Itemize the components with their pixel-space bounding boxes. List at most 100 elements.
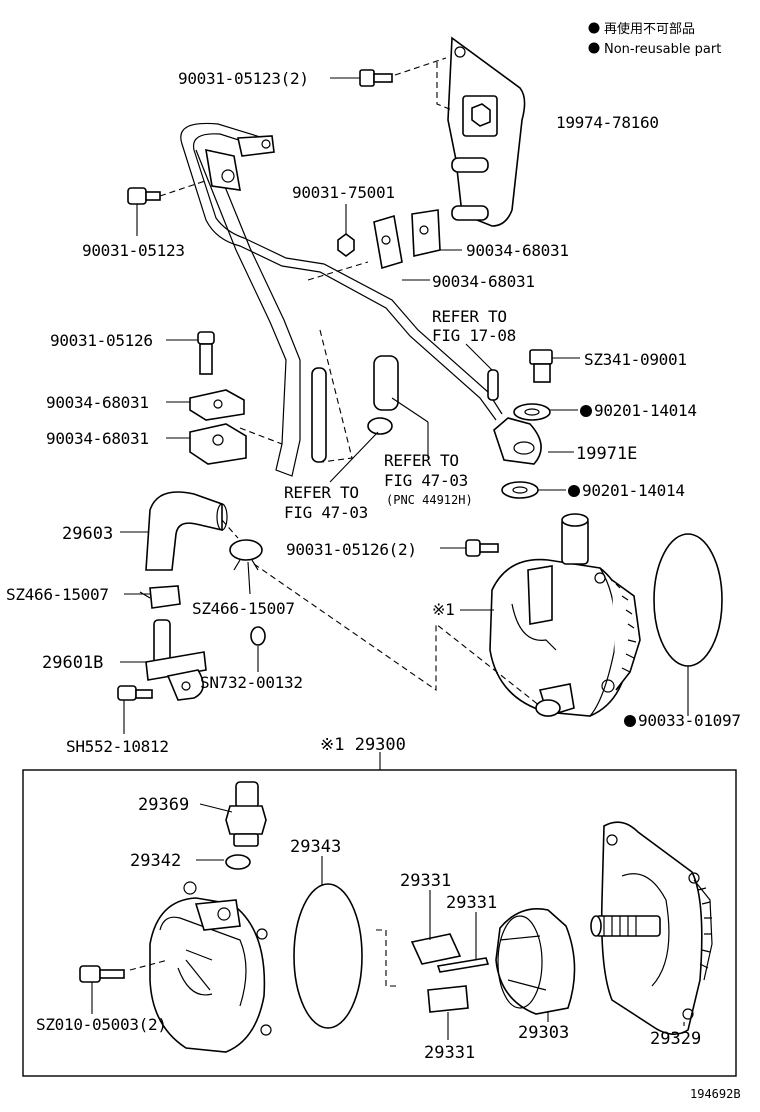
callout-labels: 90031-05123(2) 19974-78160 90031-05123 9… bbox=[6, 69, 741, 1101]
bolt-90031-05123-drawing bbox=[127, 187, 161, 205]
gasket-90201-b-drawing bbox=[501, 481, 539, 499]
clamp-lower-b-drawing bbox=[189, 423, 247, 465]
legend-japanese: 再使用不可部品 bbox=[604, 21, 695, 37]
leader bbox=[465, 343, 493, 371]
non-reusable-marker-icon bbox=[580, 405, 592, 417]
leader bbox=[391, 397, 429, 423]
label-19974-78160: 19974-78160 bbox=[556, 113, 659, 132]
legend-english: Non-reusable part bbox=[604, 42, 721, 57]
hose-end bbox=[216, 503, 228, 531]
label-sz341-09001: SZ341-09001 bbox=[584, 350, 687, 369]
pipe-dash-3 bbox=[239, 427, 283, 445]
label-90031-05123: 90031-05123 bbox=[82, 241, 185, 260]
label-29331-b: 29331 bbox=[446, 893, 497, 913]
bolt-90031-05123-2-drawing bbox=[359, 69, 393, 87]
label-29329: 29329 bbox=[650, 1029, 701, 1049]
non-reusable-marker-icon bbox=[568, 485, 580, 497]
non-reusable-marker-icon bbox=[588, 42, 600, 54]
pump-housing-drawing bbox=[149, 881, 272, 1053]
label-29331-a: 29331 bbox=[400, 871, 451, 891]
bracket-drawing bbox=[447, 36, 526, 227]
bolt-sh552-drawing bbox=[117, 685, 153, 701]
label-sh552-10812: SH552-10812 bbox=[66, 737, 169, 756]
label-90201-14014-b: 90201-14014 bbox=[582, 481, 685, 500]
hose-dash bbox=[221, 519, 239, 539]
hose-end-drawing bbox=[367, 355, 399, 435]
leader bbox=[199, 803, 233, 813]
pump-dash bbox=[253, 563, 541, 707]
vacuum-pump-assy-drawing bbox=[489, 513, 641, 717]
label-29601b: 29601B bbox=[42, 653, 103, 673]
housing-dash bbox=[129, 959, 169, 971]
figure-id: 194692B bbox=[690, 1087, 741, 1101]
label-90034-68031-a: 90034-68031 bbox=[466, 241, 569, 260]
label-sz466-15007-a: SZ466-15007 bbox=[6, 585, 109, 604]
nut-90031-75001-drawing bbox=[337, 233, 355, 257]
label-90033-01097: 90033-01097 bbox=[638, 711, 741, 730]
label-90031-05126-2: 90031-05126(2) bbox=[286, 540, 417, 559]
gasket-90201-a-drawing bbox=[513, 403, 551, 421]
non-reusable-marker-icon bbox=[624, 715, 636, 727]
o-ring-29343-drawing bbox=[293, 883, 363, 1029]
clamp-lower-a-drawing bbox=[189, 389, 245, 421]
label-sz010-05003-2: SZ010-05003(2) bbox=[36, 1015, 167, 1034]
label-refer-17-08-line1: REFER TO bbox=[432, 307, 507, 326]
legend: 再使用不可部品 Non-reusable part bbox=[588, 21, 721, 57]
label-90031-05126: 90031-05126 bbox=[50, 331, 153, 350]
plug-sz341-drawing bbox=[529, 349, 553, 383]
label-29303: 29303 bbox=[518, 1023, 569, 1043]
o-ring-90033-drawing bbox=[653, 533, 723, 667]
cover-29329-drawing bbox=[590, 821, 713, 1035]
leader bbox=[329, 431, 379, 483]
label-90201-14014-a: 90201-14014 bbox=[594, 401, 697, 420]
label-sn732-00132: SN732-00132 bbox=[200, 673, 303, 692]
leader bbox=[247, 561, 251, 595]
vacuum-pipe-drawing bbox=[180, 122, 503, 477]
label-29369: 29369 bbox=[138, 795, 189, 815]
hose-29603-drawing bbox=[145, 491, 223, 571]
switch-29369-drawing bbox=[225, 781, 267, 847]
label-90031-75001: 90031-75001 bbox=[292, 183, 395, 202]
pipe-dash-2 bbox=[319, 329, 353, 463]
label-refer-47-03-right-line3: (PNC 44912H) bbox=[386, 493, 473, 507]
label-19971e: 19971E bbox=[576, 444, 637, 464]
label-refer-47-03-left-line1: REFER TO bbox=[284, 483, 359, 502]
label-ref1: ※1 bbox=[432, 600, 454, 619]
label-29300-kit: ※1 29300 bbox=[320, 735, 406, 755]
pipe-dash-1 bbox=[307, 261, 369, 281]
vane-dash bbox=[376, 929, 400, 987]
label-refer-47-03-right-line2: FIG 47-03 bbox=[384, 471, 468, 490]
label-refer-47-03-right-line1: REFER TO bbox=[384, 451, 459, 470]
bolt-90031-05126-2-drawing bbox=[465, 539, 499, 557]
bolt-90031-05126-drawing bbox=[197, 331, 215, 375]
pipe-end-17-08-drawing bbox=[487, 369, 499, 401]
bracket-dash-1 bbox=[394, 57, 447, 76]
label-refer-17-08-line2: FIG 17-08 bbox=[432, 326, 516, 345]
label-refer-47-03-left-line2: FIG 47-03 bbox=[284, 503, 368, 522]
label-29331-c: 29331 bbox=[424, 1043, 475, 1063]
label-29603: 29603 bbox=[62, 524, 113, 544]
clamp-upper-a-drawing bbox=[373, 214, 403, 270]
union-19971e-drawing bbox=[493, 417, 542, 465]
label-sz466-15007-b: SZ466-15007 bbox=[192, 599, 295, 618]
label-90034-68031-d: 90034-68031 bbox=[46, 429, 149, 448]
bolt-sz010-drawing bbox=[79, 965, 125, 983]
non-reusable-marker-icon bbox=[588, 22, 600, 34]
rotor-29303-drawing bbox=[495, 908, 576, 1015]
gasket-hole bbox=[524, 408, 540, 416]
union-29601b-drawing bbox=[145, 619, 207, 701]
bolt-dash bbox=[159, 179, 209, 197]
o-ring-sn732-drawing bbox=[250, 626, 266, 646]
label-90031-05123-2: 90031-05123(2) bbox=[178, 69, 309, 88]
bracket-dash-2 bbox=[436, 62, 453, 111]
label-90034-68031-b: 90034-68031 bbox=[432, 272, 535, 291]
clamp-upper-b-drawing bbox=[411, 209, 441, 257]
label-29343: 29343 bbox=[290, 837, 341, 857]
vanes-29331-drawing bbox=[410, 933, 490, 1013]
washer-29342-drawing bbox=[225, 854, 251, 870]
label-90034-68031-c: 90034-68031 bbox=[46, 393, 149, 412]
clip-sz466-b-drawing bbox=[229, 539, 263, 571]
clip-sz466-a-drawing bbox=[139, 585, 181, 609]
gasket-hole bbox=[512, 486, 528, 494]
